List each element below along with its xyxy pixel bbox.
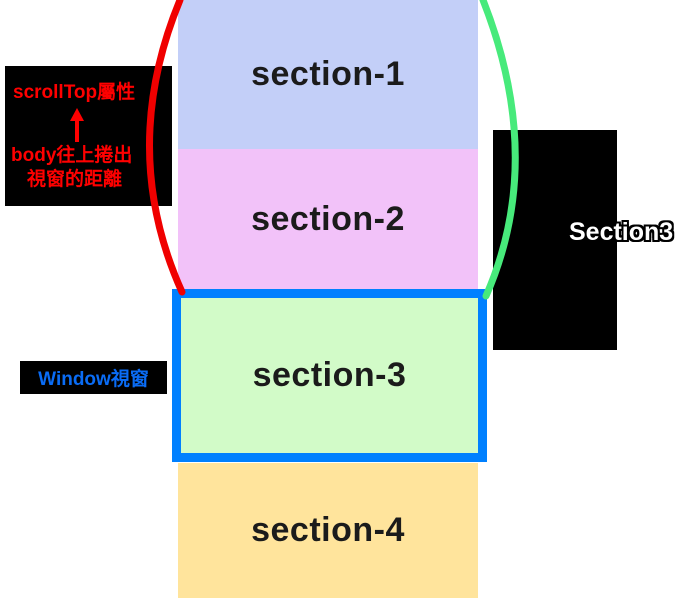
section3-offset-annotation-box: Section3: [493, 130, 673, 350]
section-1-block: section-1: [178, 0, 478, 149]
section-3-label: section-3: [252, 356, 407, 394]
section-3-block: section-3: [181, 298, 478, 453]
section-2-label: section-2: [251, 199, 405, 238]
window-viewport-frame: section-3: [172, 289, 487, 462]
scrolltop-description-line2: 視窗的距離: [27, 169, 123, 190]
section-4-block: section-4: [178, 463, 478, 598]
section3-offset-label: Section3: [569, 218, 674, 246]
scrolltop-property-label: scrollTop屬性: [13, 82, 136, 103]
scrolltop-description-line1: body往上捲出: [11, 145, 133, 166]
window-viewport-label: Window視窗: [38, 369, 149, 390]
section-1-label: section-1: [251, 55, 405, 93]
window-viewport-label-box: Window視窗: [20, 361, 167, 394]
section-2-block: section-2: [178, 149, 478, 289]
scrolltop-annotation-box: scrollTop屬性 body往上捲出 視窗的距離: [5, 66, 172, 206]
up-arrow-icon: [70, 108, 84, 142]
section-4-label: section-4: [251, 511, 405, 549]
